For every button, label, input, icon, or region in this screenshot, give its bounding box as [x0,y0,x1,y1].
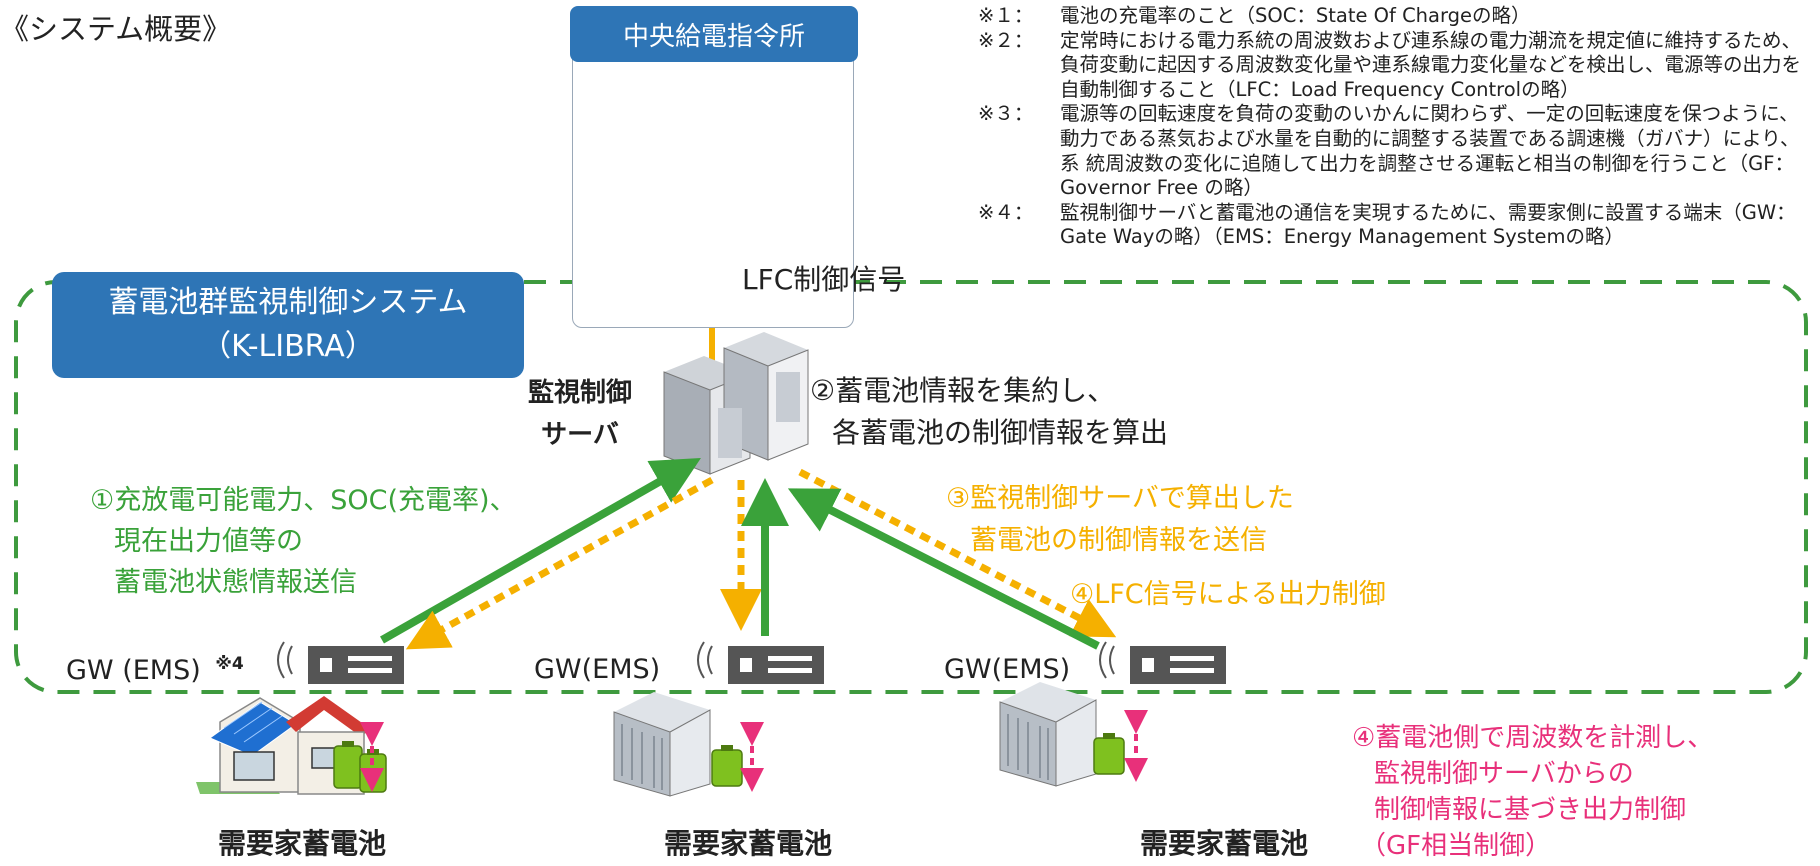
footnote-text: 監視制御サーバと蓄電池の通信を実現するために、需要家側に設置する端末（GW：Ga… [1060,200,1796,249]
step2-line: 各蓄電池の制御情報を算出 [832,416,1169,449]
demand-battery-label: 需要家蓄電池 [218,827,387,860]
step2-text: ②蓄電池情報を集約し、 各蓄電池の制御情報を算出 [810,370,1168,454]
battery-icon [333,741,387,793]
gateway-label-text: GW (EMS) [66,655,201,686]
arrow-server-to-gw3 [798,468,1117,638]
building-icon [999,682,1097,787]
system-label-line: 蓄電池群監視制御システム [108,285,468,320]
demand-battery-label: 需要家蓄電池 [664,827,833,860]
footnote-mark: ※３： [978,102,1034,126]
step4b-line: ④蓄電池側で周波数を計測し、 [1352,723,1714,753]
footnote-mark: ※４： [978,200,1034,224]
step3-line: 蓄電池の制御情報を送信 [970,525,1267,556]
battery-icon [711,745,743,787]
step1-line: 蓄電池状態情報送信 [114,567,357,598]
step4b-line: 制御情報に基づき出力制御 [1374,795,1687,825]
footnote: ※１： 電池の充電率のこと（SOC：State Of Chargeの略） [978,4,1818,29]
page-title: 《システム概要》 [0,12,232,46]
gateway-footnote-ref: ※4 [215,654,244,674]
footnote: ※２： 定常時における電力系統の周波数および連系線の電力潮流を規定値に維持するた… [978,29,1818,103]
gateway-label: GW(EMS) [534,654,661,685]
step1-line: ①充放電可能電力、SOC(充電率)、 [90,485,517,516]
battery-icon [1093,733,1125,775]
arrow-gw1-to-server [380,458,701,644]
gateway-label: GW(EMS) [944,654,1071,685]
gateway-device-icon [1099,641,1226,684]
step4b-line: 監視制御サーバからの [1374,759,1634,789]
footnote-mark: ※１： [978,4,1034,27]
footnotes: ※１： 電池の充電率のこと（SOC：State Of Chargeの略） ※２：… [978,4,1818,250]
footnote-text: 定常時における電力系統の周波数および連系線の電力潮流を規定値に維持するため、負荷… [1060,28,1802,101]
server-icon [663,332,809,475]
footnote: ※３： 電源等の回転速度を負荷の変動のいかんに関わらず、一定の回転速度を保つよう… [978,102,1818,200]
building-icon [613,692,711,797]
footnote-mark: ※２： [978,28,1034,52]
system-label: 蓄電池群監視制御システム （K-LIBRA） [52,272,524,378]
step1-text: ①充放電可能電力、SOC(充電率)、 現在出力値等の 蓄電池状態情報送信 [90,480,517,603]
server-label-line: 監視制御 [528,378,633,408]
server-label: 監視制御 サーバ [528,372,632,456]
arrow-gw3-to-server [787,488,1100,650]
step3-line: ③監視制御サーバで算出した [946,483,1294,514]
central-office-box [572,36,854,328]
footnote-text: 電源等の回転速度を負荷の変動のいかんに関わらず、一定の回転速度を保つように、動力… [1060,102,1800,200]
footnote: ※４： 監視制御サーバと蓄電池の通信を実現するために、需要家側に設置する端末（G… [978,201,1818,250]
demand-battery-label: 需要家蓄電池 [1140,827,1309,860]
gateway-device-icon [697,641,824,684]
step2-line: ②蓄電池情報を集約し、 [810,374,1116,407]
house-solar-icon [196,696,372,795]
step4b-text: ④蓄電池側で周波数を計測し、 監視制御サーバからの 制御情報に基づき出力制御 （… [1352,720,1713,864]
server-label-line: サーバ [541,420,619,450]
arrow-server-to-gw1 [405,476,714,650]
step3-text: ③監視制御サーバで算出した 蓄電池の制御情報を送信 [946,478,1294,562]
step1-line: 現在出力値等の [114,526,303,557]
gateway-label: GW (EMS) ※4 [66,654,244,686]
system-label-line: （K-LIBRA） [201,329,375,364]
step4b-line: （GF相当制御） [1360,831,1552,861]
step4-text: ④LFC信号による出力制御 [1070,579,1386,610]
gateway-device-icon [277,641,404,684]
lfc-signal-label: LFC制御信号 [742,263,906,296]
central-office-label: 中央給電指令所 [570,6,858,62]
footnote-text: 電池の充電率のこと（SOC：State Of Chargeの略） [1060,4,1531,27]
